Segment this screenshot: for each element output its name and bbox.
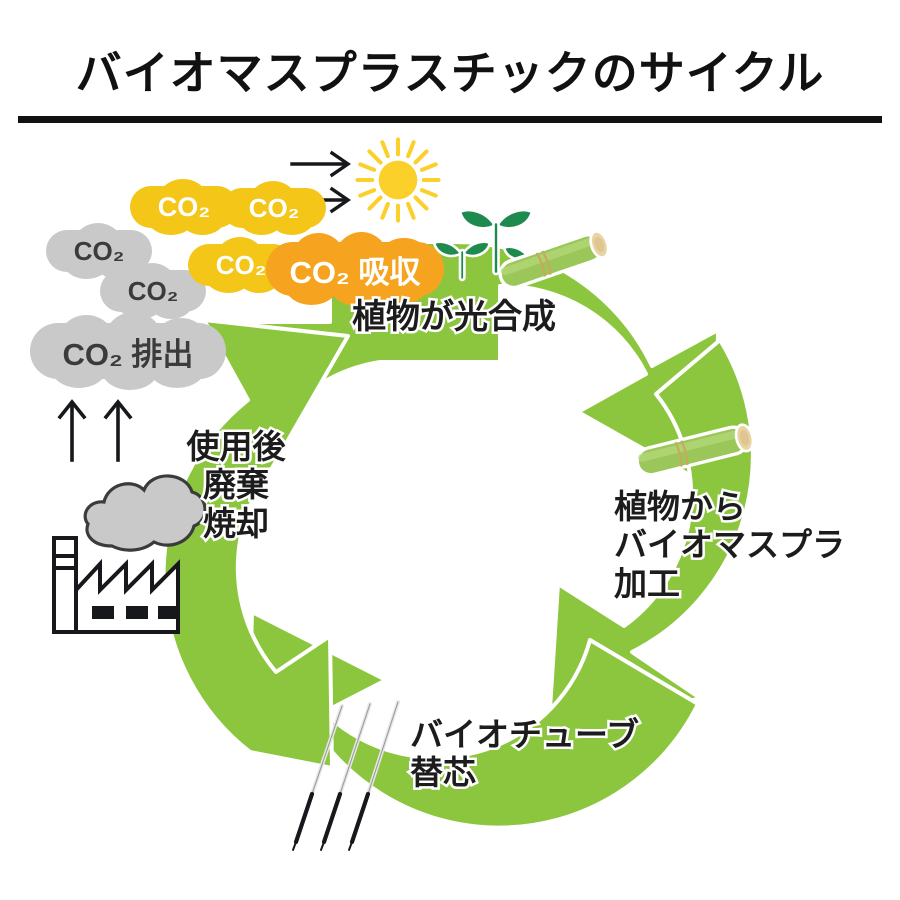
arrow-segment-left	[161, 318, 350, 770]
title-block: バイオマスプラスチックのサイクル	[0, 47, 900, 123]
label-line: バイオマスプラ	[612, 524, 848, 566]
label-line: 廃棄	[201, 464, 272, 506]
step-label-product: バイオチューブ 替芯	[407, 713, 641, 794]
co2-label: CO₂	[157, 191, 211, 222]
sugarcane-icon	[498, 230, 610, 290]
co2-absorption-main-cloud: CO₂ 吸収	[266, 232, 444, 306]
co2-label: CO₂	[248, 192, 300, 223]
smoke-cloud-icon	[83, 474, 207, 552]
sugarcane-icon	[635, 423, 755, 477]
factory-icon	[52, 536, 180, 634]
step-label-disposal: 使用後 廃棄 焼却	[176, 425, 296, 544]
label-line: 植物から	[612, 485, 749, 527]
co2-emission-main-cloud: CO₂ 排出	[30, 312, 226, 390]
step-label-processing: 植物から バイオマスプラ 加工	[612, 485, 848, 604]
co2-absorption-cloud: CO₂	[222, 180, 326, 236]
page-title: バイオマスプラスチックのサイクル	[75, 47, 825, 99]
label-line: 使用後	[184, 425, 288, 467]
co2-absorption-label: CO₂ 吸収	[289, 254, 421, 290]
title-divider	[18, 116, 882, 123]
label-line: 焼却	[201, 502, 272, 544]
emission-up-arrows	[57, 399, 133, 462]
label-line: 植物が光合成	[350, 295, 559, 338]
label-line: 加工	[612, 562, 683, 604]
co2-label: CO₂	[73, 235, 125, 266]
label-line: バイオチューブ	[407, 713, 641, 755]
co2-emission-label: CO₂ 排出	[62, 336, 194, 372]
co2-label: CO₂	[127, 275, 179, 306]
pen-refill-icon	[292, 700, 400, 851]
label-line: 替芯	[407, 752, 478, 794]
step-label-photosynthesis: 植物が光合成	[350, 295, 559, 338]
sun-icon	[355, 137, 441, 223]
co2-label: CO₂	[215, 249, 267, 280]
